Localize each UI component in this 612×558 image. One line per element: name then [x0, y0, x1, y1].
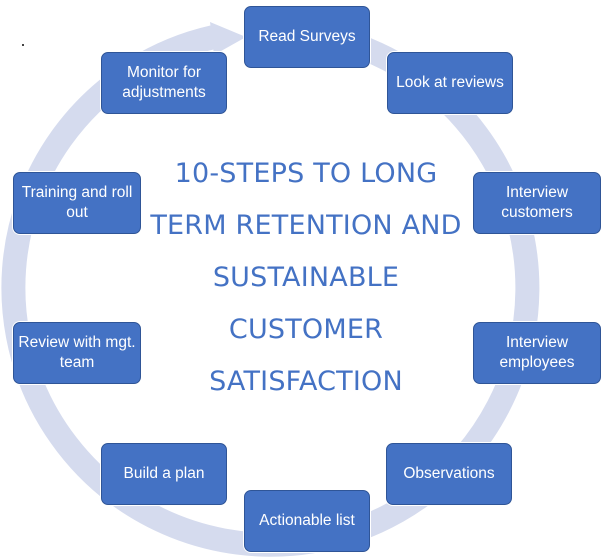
step-observations[interactable]: Observations — [386, 443, 512, 505]
step-label: Actionable list — [259, 512, 355, 529]
step-label: Review with mgt. team — [18, 334, 136, 371]
step-label: Look at reviews — [396, 74, 504, 91]
diagram-title: 10-STEPS TO LONG TERM RETENTION AND SUST… — [150, 148, 462, 408]
step-training-and-roll-out[interactable]: Training and roll out — [13, 172, 141, 234]
diagram-title-text: 10-STEPS TO LONG TERM RETENTION AND SUST… — [150, 158, 462, 397]
step-review-with-mgt-team[interactable]: Review with mgt. team — [13, 322, 141, 384]
step-monitor-for-adjustments[interactable]: Monitor for adjustments — [101, 52, 227, 114]
ring-arrowhead — [210, 22, 246, 55]
step-label: Training and roll out — [21, 184, 133, 221]
step-read-surveys[interactable]: Read Surveys — [244, 6, 370, 68]
step-interview-employees[interactable]: Interview employees — [473, 322, 601, 384]
step-label: Interview customers — [501, 184, 573, 221]
step-actionable-list[interactable]: Actionable list — [244, 490, 370, 552]
step-build-a-plan[interactable]: Build a plan — [101, 443, 227, 505]
step-look-at-reviews[interactable]: Look at reviews — [387, 52, 513, 114]
step-label: Interview employees — [499, 334, 575, 371]
step-interview-customers[interactable]: Interview customers — [473, 172, 601, 234]
stray-dot — [22, 44, 24, 46]
step-label: Observations — [403, 465, 495, 482]
step-label: Monitor for adjustments — [122, 64, 206, 101]
step-label: Build a plan — [123, 465, 205, 482]
step-label: Read Surveys — [258, 28, 356, 45]
